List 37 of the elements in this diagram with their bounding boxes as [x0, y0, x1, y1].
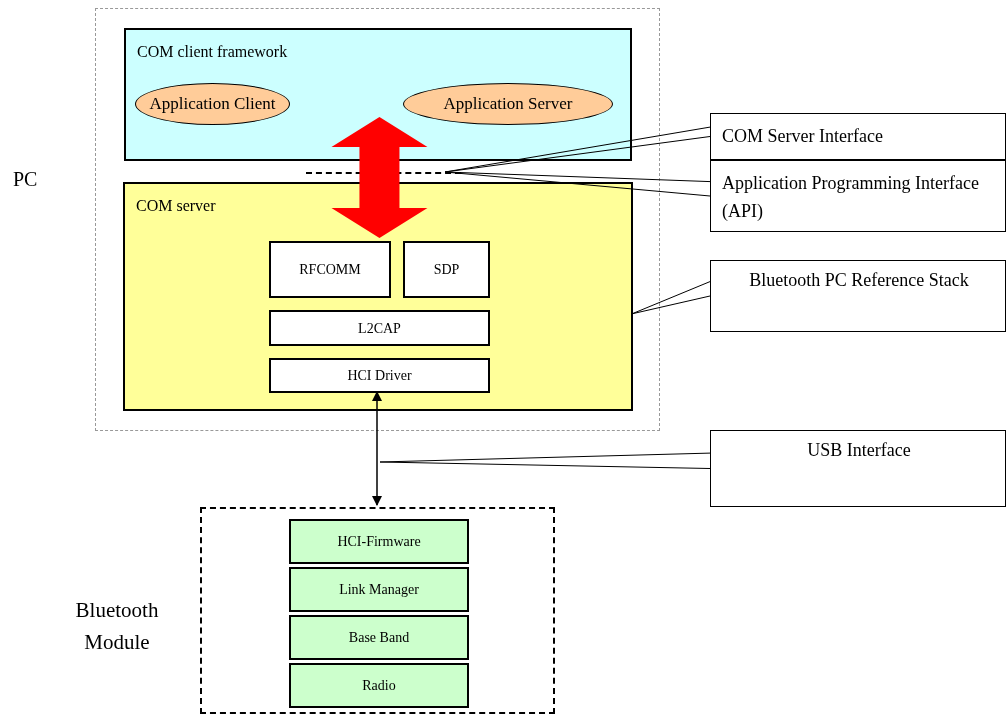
region-label: Bluetooth Module: [74, 597, 160, 656]
box-title: COM client framework: [137, 42, 288, 62]
leader-line: [444, 171, 711, 197]
protocol-box: [269, 241, 391, 298]
node-label: Application Client: [149, 93, 276, 115]
leader-line: [631, 281, 711, 315]
callout-box: [710, 160, 1006, 232]
node-label: L2CAP: [358, 319, 401, 338]
node-label: Application Server: [443, 93, 573, 115]
node-label: Radio: [362, 677, 396, 695]
callout-text: Application Programming Interface (API): [722, 172, 980, 223]
server-box: [123, 182, 633, 411]
protocol-box: [269, 358, 490, 393]
leader-line: [379, 452, 711, 469]
node-label: HCI Driver: [347, 367, 412, 385]
node-label: RFCOMM: [299, 261, 361, 279]
node-label: Link Manager: [339, 581, 419, 599]
region-label: PC: [13, 167, 38, 192]
callout-box: [710, 430, 1006, 507]
callout-box: [710, 260, 1006, 332]
callout-text: Bluetooth PC Reference Stack: [748, 269, 970, 292]
framework-box: [124, 28, 632, 161]
callout-box: [710, 113, 1006, 160]
box-title: COM server: [136, 196, 216, 216]
callout-text: COM Server Interface: [722, 125, 884, 148]
callout-text: USB Interface: [806, 439, 912, 462]
protocol-box: [403, 241, 490, 298]
firmware-layer-box: [289, 663, 469, 708]
firmware-layer-box: [289, 519, 469, 564]
arrow: [371, 390, 383, 507]
firmware-layer-box: [289, 615, 469, 660]
node-label: SDP: [433, 261, 460, 279]
node-label: HCI-Firmware: [337, 533, 421, 551]
protocol-box: [269, 310, 490, 346]
node-label: Base Band: [348, 629, 410, 647]
firmware-layer-box: [289, 567, 469, 612]
double-arrow: [331, 117, 428, 238]
